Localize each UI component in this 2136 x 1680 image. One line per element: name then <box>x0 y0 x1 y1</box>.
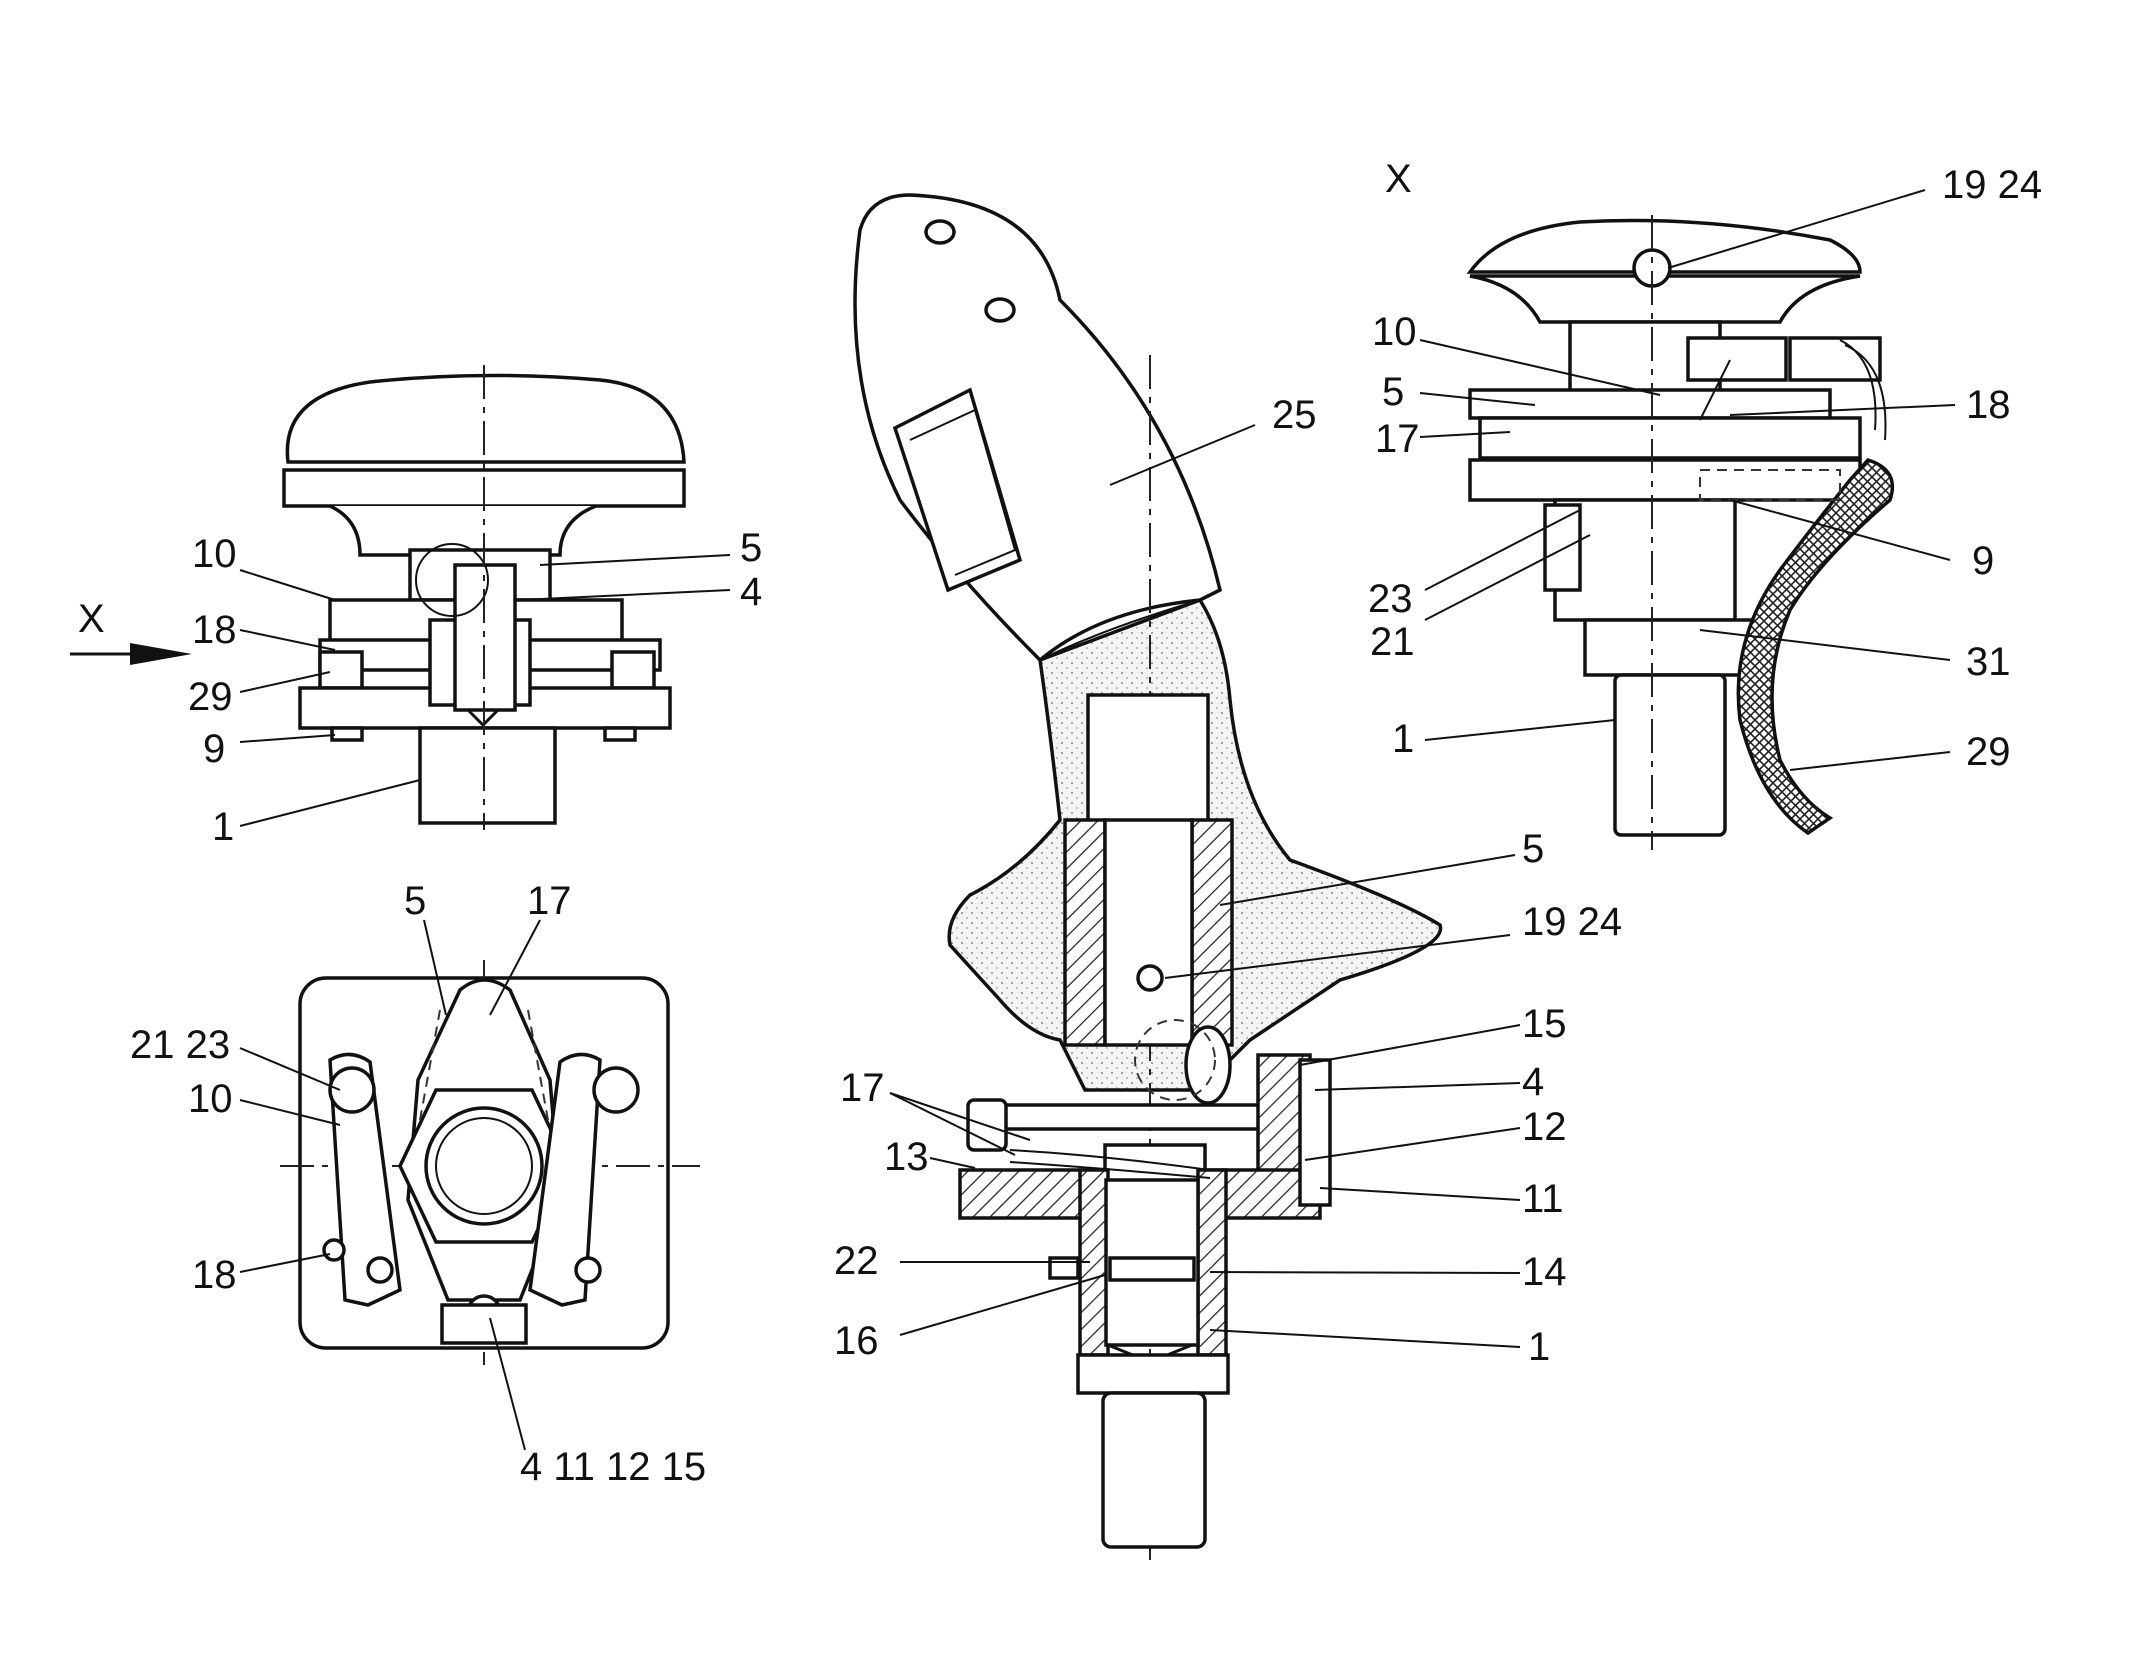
arrow-x-label: X <box>78 597 105 641</box>
label-22-center: 22 <box>834 1239 879 1283</box>
label-15-center: 15 <box>1522 1002 1567 1046</box>
label-11-center: 11 <box>1522 1177 1564 1221</box>
label-10: 10 <box>192 532 237 576</box>
label-18-right: 18 <box>1966 383 2011 427</box>
label-18: 18 <box>192 608 237 652</box>
label-5: 5 <box>740 526 762 570</box>
bottom-view-assembly <box>280 960 700 1365</box>
center-leaders <box>889 424 1521 1348</box>
label-23-right: 23 <box>1368 577 1413 621</box>
label-17-right: 17 <box>1375 417 1420 461</box>
label-21-23-bottom: 21 23 <box>130 1023 230 1067</box>
label-16-center: 16 <box>834 1319 879 1363</box>
label-10-bottom: 10 <box>188 1077 233 1121</box>
label-4-11-12-15: 4 11 12 15 <box>520 1445 706 1489</box>
label-9-right: 9 <box>1972 539 1994 583</box>
label-18-bottom: 18 <box>192 1253 237 1297</box>
label-29-right: 29 <box>1966 730 2011 774</box>
top-left-leaders <box>239 554 731 827</box>
label-14-center: 14 <box>1522 1250 1567 1294</box>
label-1-right: 1 <box>1392 717 1414 761</box>
label-9: 9 <box>203 727 225 771</box>
label-31-right: 31 <box>1966 640 2011 684</box>
label-5-bottom: 5 <box>404 879 426 923</box>
label-1-center: 1 <box>1528 1325 1550 1369</box>
label-19-24-center: 19 24 <box>1522 900 1622 944</box>
top-left-arrow-x: X <box>70 597 192 665</box>
label-1: 1 <box>212 805 234 849</box>
label-12-center: 12 <box>1522 1105 1567 1149</box>
label-10-right: 10 <box>1372 310 1417 354</box>
label-19-24-right: 19 24 <box>1942 163 2042 207</box>
side-view-assembly <box>282 365 686 830</box>
label-17-center: 17 <box>840 1066 885 1110</box>
right-leaders <box>1419 189 1956 771</box>
label-17-bottom: 17 <box>527 879 572 923</box>
center-section-view <box>853 193 1443 1560</box>
view-x-title: X <box>1385 157 1412 201</box>
right-view-assembly <box>1466 215 1895 850</box>
label-4: 4 <box>740 570 762 614</box>
label-4-center: 4 <box>1522 1060 1544 1104</box>
label-5-center: 5 <box>1522 827 1544 871</box>
bottom-left-leaders <box>239 919 541 1451</box>
label-25: 25 <box>1272 393 1317 437</box>
label-29: 29 <box>188 675 233 719</box>
label-5-right: 5 <box>1382 370 1404 414</box>
label-21-right: 21 <box>1370 620 1415 664</box>
label-13-center: 13 <box>884 1135 929 1179</box>
